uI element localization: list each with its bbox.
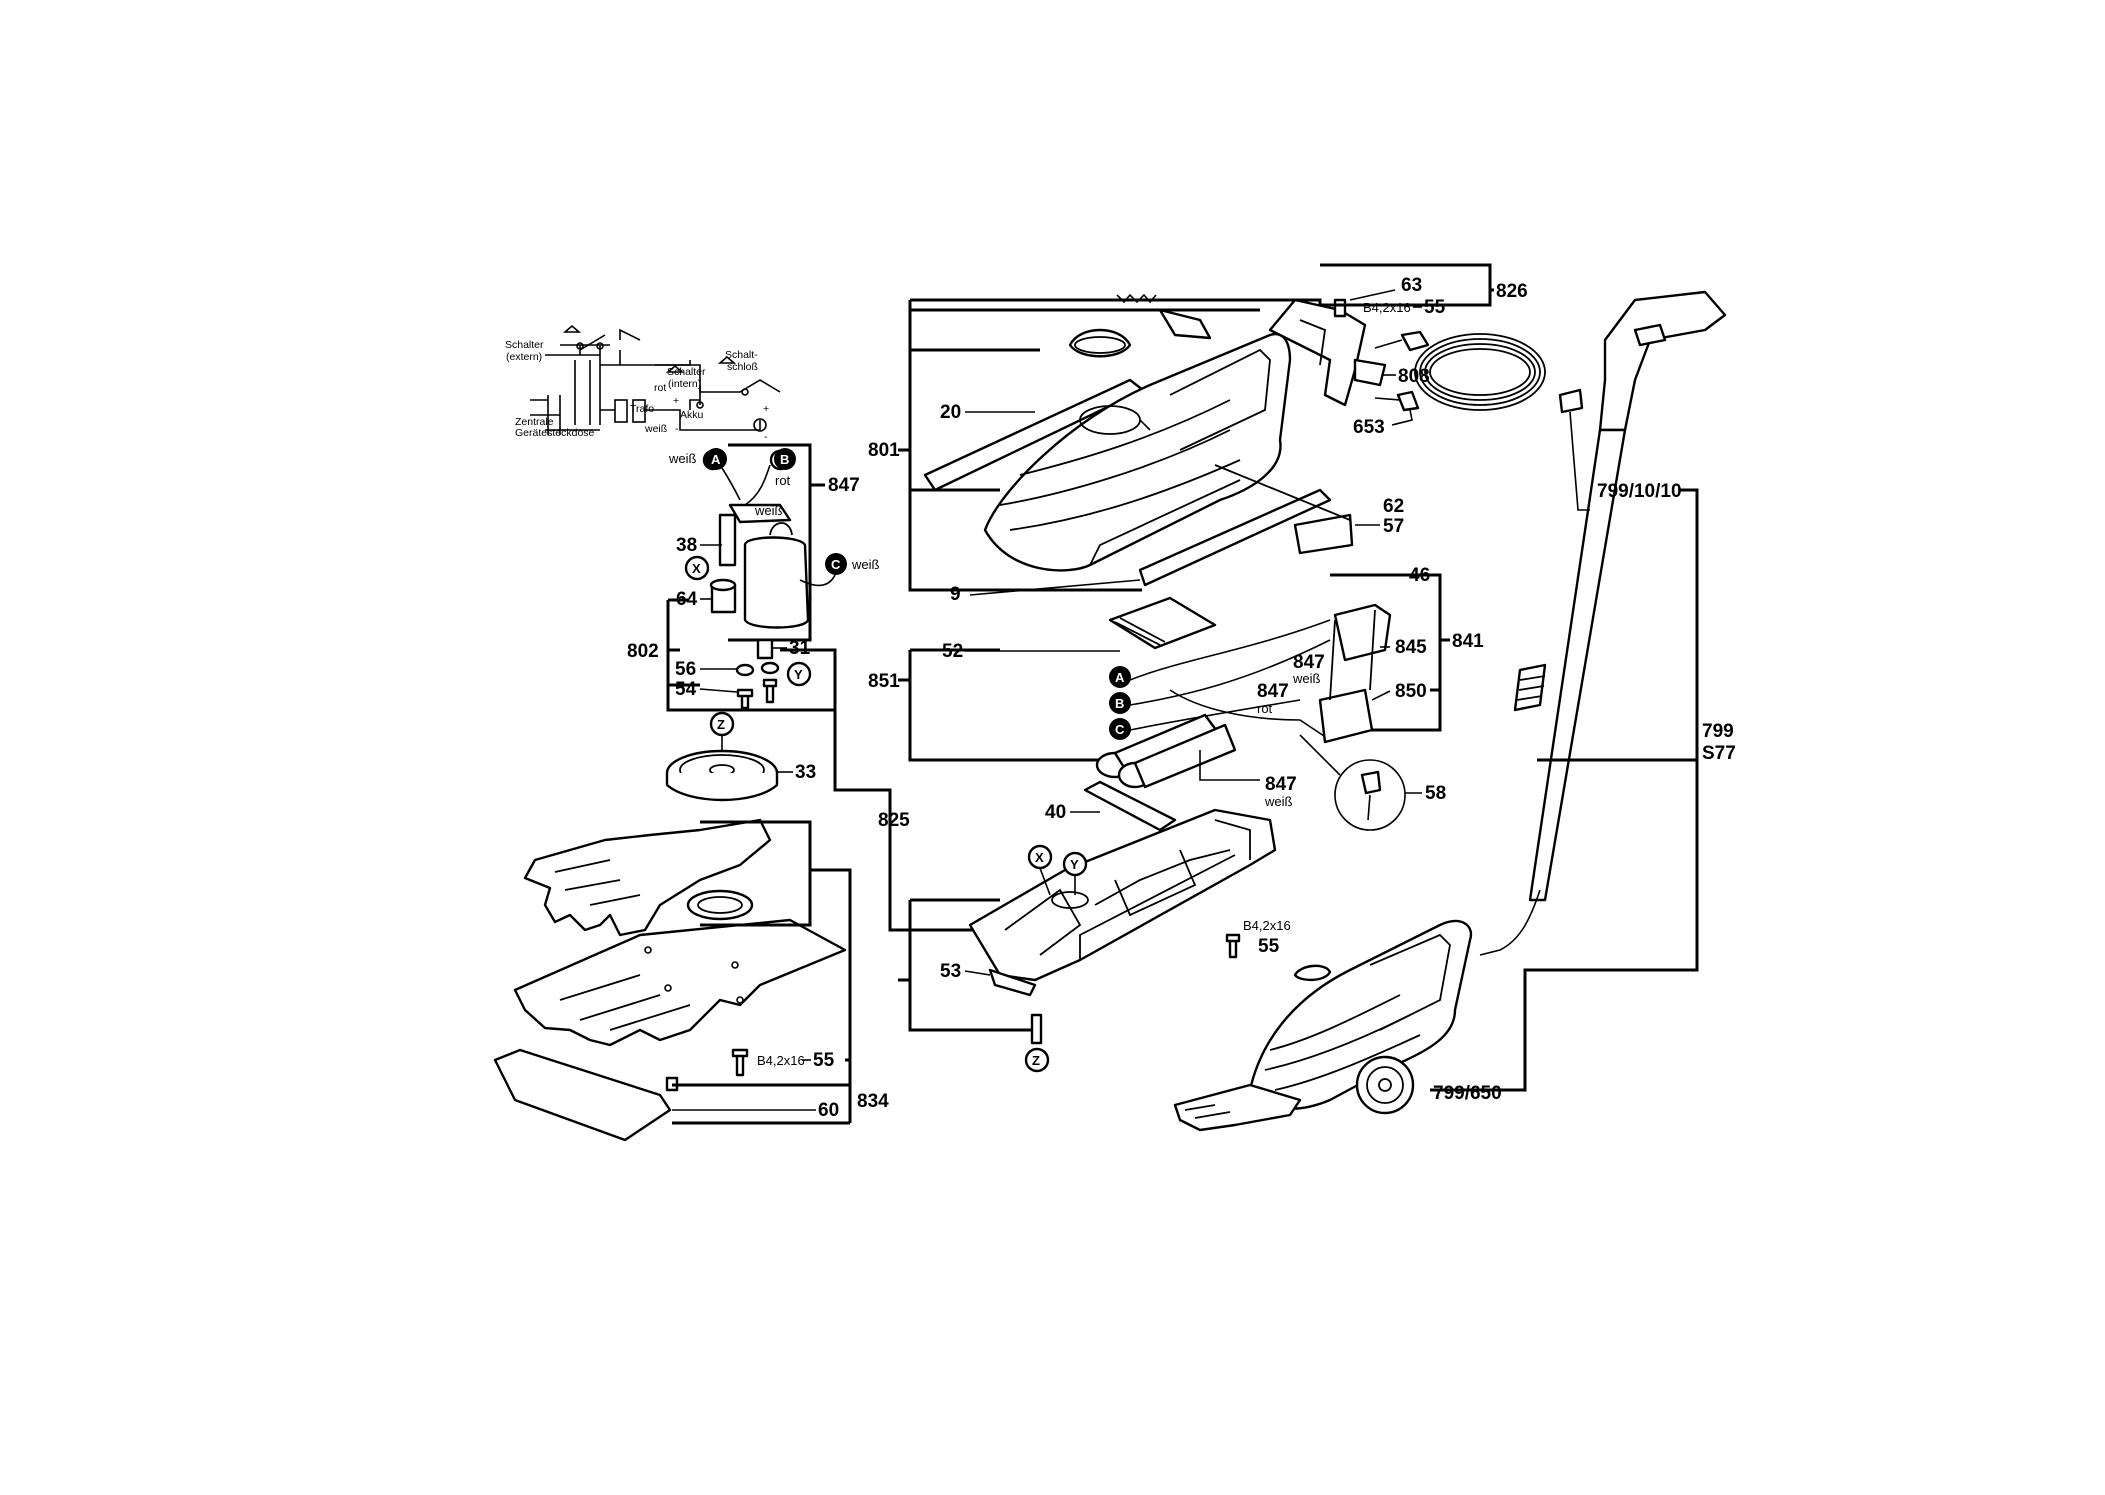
part-label-9: 9	[950, 584, 961, 605]
part-label-46: 46	[1409, 565, 1430, 586]
svg-text:+: +	[763, 403, 769, 415]
marker-c: C	[831, 557, 841, 572]
part-label-55: 55	[813, 1050, 835, 1071]
part-label-63: 63	[1401, 275, 1422, 296]
svg-text:Gerätesteckdose: Gerätesteckdose	[515, 427, 595, 439]
schematic-label-schalter-intern: Schalter	[667, 366, 706, 378]
schematic-label-weiss: weiß	[644, 423, 667, 435]
marker-c: C	[1115, 722, 1125, 737]
part-label-851: 851	[868, 671, 900, 692]
part-label-847: 847	[1265, 774, 1297, 795]
marker-x: X	[692, 561, 701, 576]
part-label-834: 834	[857, 1091, 889, 1112]
svg-text:schloß: schloß	[727, 361, 758, 373]
housing-top-assembly: 801 20 62 57 9	[868, 293, 1404, 605]
wire-label-weiss: weiß	[1264, 794, 1293, 809]
part-label-847: 847	[1257, 681, 1289, 702]
schematic-label-akku: Akku	[680, 409, 704, 421]
part-label-801: 801	[868, 440, 900, 461]
part-label-799: 799	[1702, 721, 1734, 742]
battery-electronics-assembly: 851 52 A B C 847 rot 847 weiß 58 46 847 …	[868, 565, 1484, 831]
blade-assembly: Z 33 B4,2x16 55 834 60	[493, 711, 889, 1142]
marker-z: Z	[717, 717, 725, 732]
motor-assembly: A B C X Y weiß rot weiß weiß 847 38 64 8…	[627, 443, 880, 712]
svg-text:-: -	[675, 423, 679, 435]
part-label-847: 847	[828, 475, 860, 496]
part-label-57: 57	[1383, 516, 1404, 537]
part-label-52: 52	[942, 641, 963, 662]
marker-b: B	[780, 452, 789, 467]
part-label-55: 55	[1424, 297, 1446, 318]
part-label-64: 64	[676, 589, 698, 610]
marker-a: A	[1115, 670, 1125, 685]
part-label-40: 40	[1045, 802, 1066, 823]
part-label-20: 20	[940, 402, 961, 423]
part-label-53: 53	[940, 961, 961, 982]
part-label-60: 60	[818, 1100, 839, 1121]
wire-label-weiss: weiß	[1292, 671, 1321, 686]
svg-text:+: +	[673, 395, 679, 407]
schematic-label-zentrale: Zentrale	[515, 416, 554, 428]
part-label-s77: S77	[1702, 743, 1736, 764]
part-label-653: 653	[1353, 417, 1385, 438]
marker-y: Y	[794, 667, 803, 682]
part-label-33: 33	[795, 762, 816, 783]
marker-x: X	[1035, 850, 1044, 865]
part-label-845: 845	[1395, 637, 1427, 658]
wire-label-weiss: weiß	[851, 557, 880, 572]
schematic-label-rot: rot	[654, 382, 666, 394]
part-label-802: 802	[627, 641, 659, 662]
part-label-799-650: 799/650	[1433, 1083, 1502, 1104]
marker-z: Z	[1032, 1053, 1040, 1068]
screw-spec: B4,2x16	[1243, 918, 1291, 933]
screw-spec: B4,2x16	[757, 1053, 805, 1068]
svg-text:(intern): (intern)	[668, 378, 701, 390]
screw-spec: B4,2x16	[1363, 300, 1411, 315]
svg-text:(extern): (extern)	[506, 351, 542, 363]
part-label-62: 62	[1383, 496, 1404, 517]
part-label-54: 54	[675, 679, 697, 700]
assembled-tool: 799/10/10 799 S77 799/650	[1173, 290, 1736, 1132]
wire-label-weiss: weiß	[668, 451, 697, 466]
part-label-850: 850	[1395, 681, 1427, 702]
part-label-847: 847	[1293, 652, 1325, 673]
wire-label-rot: rot	[1257, 701, 1273, 716]
part-label-808: 808	[1398, 366, 1430, 387]
part-label-56: 56	[675, 659, 696, 680]
part-label-31: 31	[789, 638, 811, 659]
part-label-841: 841	[1452, 631, 1484, 652]
schematic-label-schalter-extern: Schalter	[505, 339, 544, 351]
part-label-55: 55	[1258, 936, 1280, 957]
part-label-826: 826	[1496, 281, 1528, 302]
marker-a: A	[711, 452, 721, 467]
schematic-label-trafo: Trafo	[630, 403, 654, 415]
wire-label-weiss: weiß	[754, 503, 783, 518]
marker-y: Y	[1070, 857, 1079, 872]
wiring-schematic: Schalter (extern) Schalter (intern) Scha…	[505, 324, 781, 443]
part-label-38: 38	[676, 535, 697, 556]
svg-text:-: -	[764, 431, 768, 443]
schematic-label-schaltschloss: Schalt-	[725, 349, 758, 361]
lower-housing-assembly: 825 40 X Y 53 Z B4,2x16 55	[833, 710, 1291, 1073]
wire-label-rot: rot	[775, 473, 791, 488]
part-label-825: 825	[878, 810, 910, 831]
part-label-799-10-10: 799/10/10	[1597, 481, 1682, 502]
marker-b: B	[1115, 696, 1124, 711]
part-label-58: 58	[1425, 783, 1446, 804]
cord-plug-assembly: 63 B4,2x16 55 826 808 653	[1268, 263, 1546, 438]
